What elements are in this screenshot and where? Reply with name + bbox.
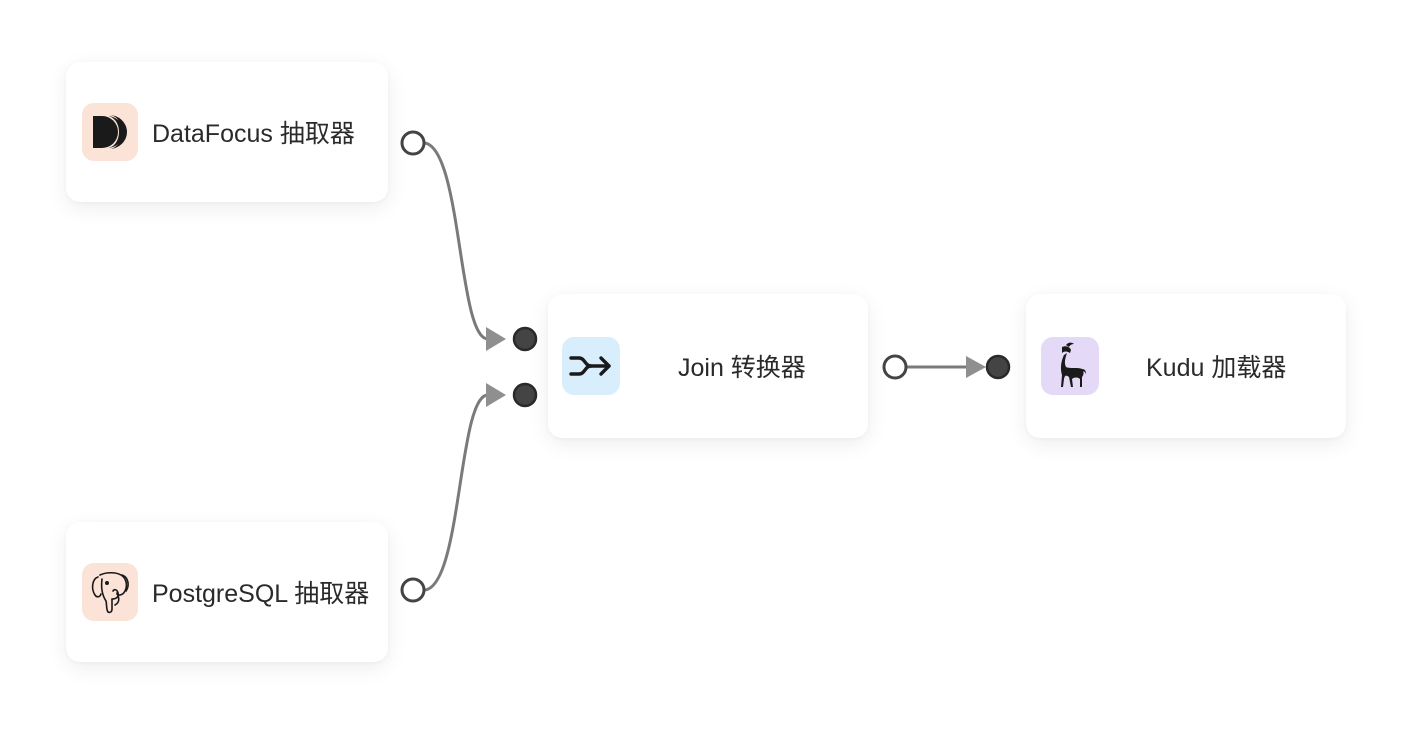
kudu-node-label: Kudu 加载器 [1146,354,1287,382]
edge-arrowhead [486,383,506,407]
kudu-antelope-icon [1041,337,1099,395]
datafocus-logo-icon [82,103,138,161]
postgresql-elephant-icon [82,563,138,621]
postgresql-node-label: PostgreSQL 抽取器 [152,580,370,608]
postgres-output-port[interactable] [400,577,426,603]
join-input-port-2[interactable] [512,382,538,408]
join-node-label: Join 转换器 [678,354,806,382]
datafocus-output-port[interactable] [400,130,426,156]
join-transformer-node[interactable]: Join 转换器 [548,294,868,438]
edge-arrowhead [486,327,506,351]
join-output-port[interactable] [882,354,908,380]
edge-postgres-to-join[interactable] [424,393,489,592]
edge-datafocus-to-join[interactable] [424,141,489,341]
edge-arrowhead [966,356,986,378]
merge-arrow-icon [562,337,620,395]
postgresql-extractor-node[interactable]: PostgreSQL 抽取器 [66,522,388,662]
datafocus-node-label: DataFocus 抽取器 [152,120,355,148]
kudu-input-port[interactable] [985,354,1011,380]
datafocus-extractor-node[interactable]: DataFocus 抽取器 [66,62,388,202]
join-input-port-1[interactable] [512,326,538,352]
kudu-loader-node[interactable]: Kudu 加载器 [1026,294,1346,438]
